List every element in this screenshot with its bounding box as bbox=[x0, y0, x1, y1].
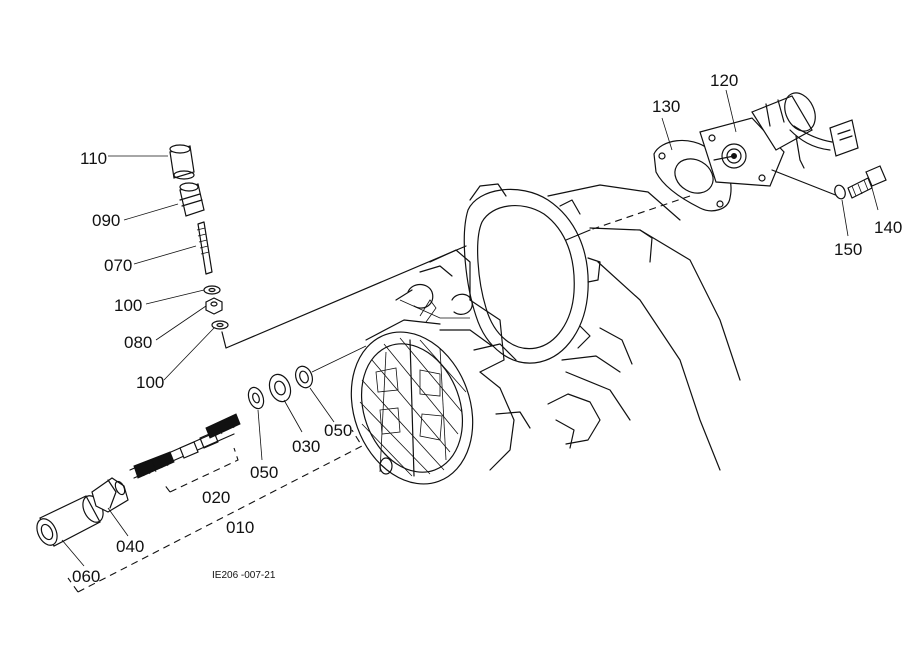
label-100-upper: 100 bbox=[114, 296, 142, 315]
gasket-housing-line bbox=[565, 229, 591, 241]
part-020-shaft bbox=[129, 413, 241, 479]
part-100-washer-upper bbox=[203, 285, 221, 295]
gear-case-housing bbox=[365, 183, 741, 471]
label-150: 150 bbox=[834, 240, 862, 259]
part-040-plug bbox=[91, 477, 129, 513]
label-140: 140 bbox=[874, 218, 902, 237]
part-090-nut bbox=[179, 182, 205, 217]
part-050-washer-right bbox=[294, 365, 314, 389]
label-010: 010 bbox=[226, 518, 254, 537]
label-100-lower: 100 bbox=[136, 373, 164, 392]
part-050-washer-left bbox=[247, 386, 265, 410]
assembly-bracket-lines bbox=[67, 429, 363, 593]
part-060-sleeve bbox=[36, 495, 104, 547]
part-030-bearing bbox=[268, 373, 292, 403]
solenoid-assembly-line bbox=[221, 245, 467, 349]
solenoid-150-line bbox=[771, 169, 839, 197]
part-140-bolt bbox=[847, 165, 887, 199]
leader-lines bbox=[61, 89, 879, 567]
label-080: 080 bbox=[124, 333, 152, 352]
shaft-axis-line bbox=[311, 345, 367, 373]
label-040: 040 bbox=[116, 537, 144, 556]
label-030: 030 bbox=[292, 437, 320, 456]
label-050-left: 050 bbox=[250, 463, 278, 482]
part-070-rod bbox=[196, 221, 213, 275]
governor-weight-disc bbox=[350, 331, 474, 485]
part-080-nut bbox=[205, 297, 223, 315]
part-150-washer bbox=[834, 184, 846, 200]
part-110-cap bbox=[169, 144, 195, 180]
label-090: 090 bbox=[92, 211, 120, 230]
label-050-right: 050 bbox=[324, 421, 352, 440]
label-070: 070 bbox=[104, 256, 132, 275]
label-130: 130 bbox=[652, 97, 680, 116]
gasket-assembly-line bbox=[589, 195, 691, 231]
drawing-code: IE206 -007-21 bbox=[212, 570, 276, 581]
label-120: 120 bbox=[710, 71, 738, 90]
label-020: 020 bbox=[202, 488, 230, 507]
part-120-solenoid bbox=[699, 92, 859, 187]
label-060: 060 bbox=[72, 567, 100, 586]
part-100-washer-lower bbox=[211, 320, 229, 330]
label-110: 110 bbox=[80, 149, 107, 168]
